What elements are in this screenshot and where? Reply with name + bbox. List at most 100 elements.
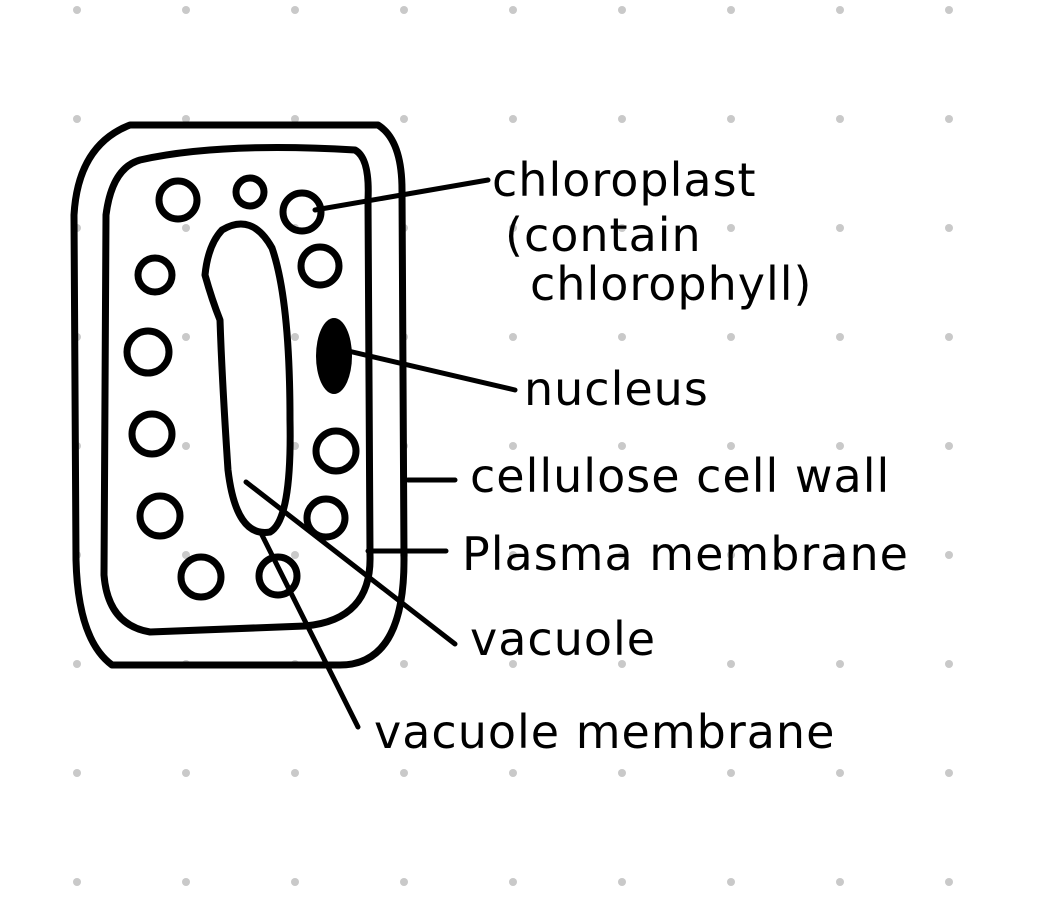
grid-dot bbox=[945, 333, 953, 341]
grid-dot bbox=[73, 6, 81, 14]
grid-dot bbox=[291, 551, 299, 559]
grid-dot bbox=[836, 660, 844, 668]
chloroplasts bbox=[123, 174, 360, 601]
grid-dot bbox=[836, 333, 844, 341]
grid-dot bbox=[945, 769, 953, 777]
cell-wall-outline bbox=[70, 121, 408, 669]
grid-dot bbox=[618, 769, 626, 777]
vacuole-outline bbox=[201, 220, 294, 536]
grid-dot bbox=[400, 6, 408, 14]
label-plasma-membrane: Plasma membrane bbox=[462, 527, 909, 581]
grid-dot bbox=[727, 333, 735, 341]
grid-dot bbox=[727, 224, 735, 232]
grid-dot bbox=[836, 6, 844, 14]
nucleus-leader-line bbox=[341, 347, 518, 393]
grid-dot bbox=[945, 551, 953, 559]
grid-dot bbox=[291, 115, 299, 123]
grid-dot bbox=[182, 442, 190, 450]
grid-dot bbox=[400, 769, 408, 777]
grid-dot bbox=[509, 333, 517, 341]
grid-dot bbox=[836, 224, 844, 232]
grid-dot bbox=[291, 333, 299, 341]
grid-dot bbox=[182, 551, 190, 559]
grid-dot bbox=[836, 442, 844, 450]
grid-dot bbox=[618, 878, 626, 886]
grid-dot bbox=[400, 878, 408, 886]
grid-dot bbox=[509, 442, 517, 450]
grid-dot bbox=[182, 115, 190, 123]
grid-dot bbox=[727, 115, 735, 123]
grid-dot bbox=[182, 6, 190, 14]
chloroplast bbox=[303, 495, 349, 541]
grid-dot bbox=[509, 660, 517, 668]
grid-dot bbox=[836, 769, 844, 777]
label-vacuole-membrane: vacuole membrane bbox=[374, 705, 835, 759]
chloroplast-leader-line bbox=[312, 177, 491, 213]
grid-dot bbox=[945, 224, 953, 232]
label-chloroplast-note: chlorophyll) bbox=[530, 257, 813, 311]
grid-dot bbox=[182, 333, 190, 341]
grid-dot bbox=[291, 878, 299, 886]
grid-dot bbox=[727, 878, 735, 886]
grid-dot bbox=[73, 115, 81, 123]
grid-dot bbox=[182, 224, 190, 232]
nucleus-shape bbox=[316, 318, 352, 394]
vacuole-leader-line bbox=[243, 479, 458, 647]
grid-dot bbox=[509, 6, 517, 14]
grid-dot bbox=[182, 769, 190, 777]
chloroplast bbox=[155, 177, 201, 223]
grid-dot bbox=[618, 115, 626, 123]
grid-dot bbox=[182, 878, 190, 886]
grid-dot bbox=[727, 769, 735, 777]
label-cell-wall: cellulose cell wall bbox=[470, 449, 890, 503]
chloroplast bbox=[279, 189, 325, 235]
label-chloroplast-note: (contain bbox=[505, 208, 702, 262]
chloroplast bbox=[123, 327, 173, 377]
grid-dot bbox=[836, 115, 844, 123]
grid-dot bbox=[509, 769, 517, 777]
grid-dot bbox=[727, 551, 735, 559]
grid-dot bbox=[945, 6, 953, 14]
grid-dot bbox=[400, 660, 408, 668]
chloroplast bbox=[312, 427, 360, 475]
grid-dot bbox=[836, 551, 844, 559]
grid-dot bbox=[945, 660, 953, 668]
grid-dot bbox=[291, 6, 299, 14]
grid-dot bbox=[73, 878, 81, 886]
grid-dot bbox=[509, 878, 517, 886]
grid-dot bbox=[73, 660, 81, 668]
grid-dot bbox=[618, 333, 626, 341]
chloroplast bbox=[297, 243, 343, 289]
grid-dot bbox=[945, 442, 953, 450]
grid-dot bbox=[945, 115, 953, 123]
grid-dot bbox=[618, 224, 626, 232]
chloroplast bbox=[177, 553, 225, 601]
grid-dot bbox=[73, 769, 81, 777]
grid-dot bbox=[400, 115, 408, 123]
chloroplast bbox=[128, 410, 176, 458]
label-chloroplast: chloroplast bbox=[492, 153, 757, 207]
grid-dot bbox=[945, 878, 953, 886]
grid-dot bbox=[618, 6, 626, 14]
grid-dot bbox=[836, 878, 844, 886]
grid-dot bbox=[618, 551, 626, 559]
chloroplast bbox=[255, 553, 301, 599]
grid-dot bbox=[509, 224, 517, 232]
grid-dot bbox=[509, 115, 517, 123]
grid-dot bbox=[509, 551, 517, 559]
label-nucleus: nucleus bbox=[524, 362, 709, 416]
grid-dot bbox=[618, 442, 626, 450]
grid-dot bbox=[727, 660, 735, 668]
vacuole-membrane-leader-line bbox=[259, 532, 361, 730]
chloroplast bbox=[136, 492, 184, 540]
chloroplast bbox=[134, 254, 176, 296]
label-vacuole: vacuole bbox=[470, 612, 656, 666]
grid-dot bbox=[727, 442, 735, 450]
chloroplast bbox=[232, 174, 268, 210]
grid-dot bbox=[727, 6, 735, 14]
plasma-membrane-outline bbox=[100, 144, 374, 636]
grid-dot bbox=[618, 660, 626, 668]
grid-dot bbox=[291, 769, 299, 777]
